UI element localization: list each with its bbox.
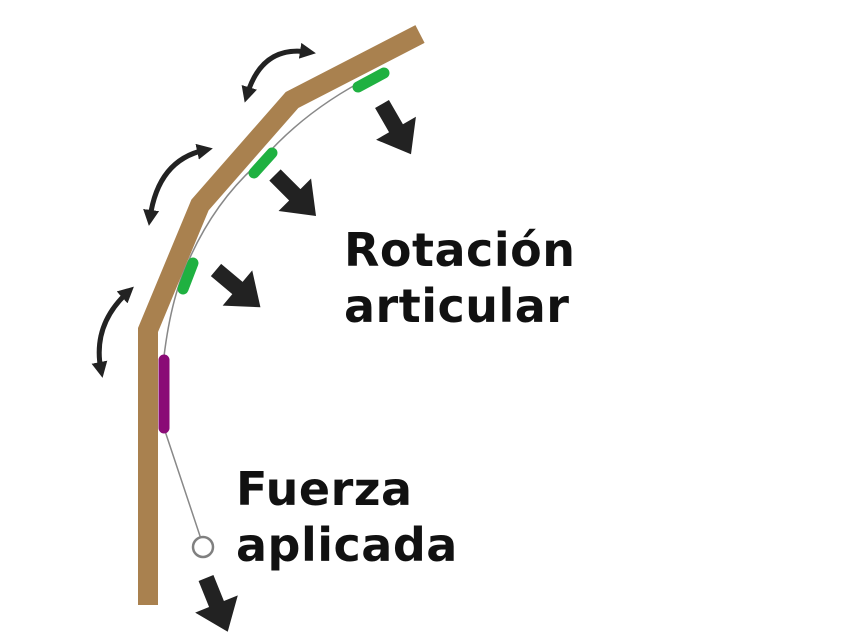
down-right-arrow-icon [195,575,238,632]
pulley-green-bottom [177,257,199,295]
curved-double-arrow-icon [91,286,134,378]
rotation-label: Rotación articular [344,222,575,334]
rotation-label-line-2: articular [344,279,570,333]
rotation-label-line-1: Rotación [344,223,576,277]
down-right-arrow-icon [210,263,261,308]
tendon-line [162,75,373,546]
down-right-arrow-icon [269,169,317,217]
ring-icon [191,535,215,559]
force-label-line-2: aplicada [236,518,458,572]
curved-double-arrow-icon [241,42,316,103]
pulley-green-top [352,67,390,93]
force-label-line-1: Fuerza [236,462,413,516]
down-right-arrow-icon [375,100,416,155]
curved-double-arrow-icon [143,143,213,226]
force-label: Fuerza aplicada [236,461,458,573]
pulley-green-middle [248,147,278,179]
